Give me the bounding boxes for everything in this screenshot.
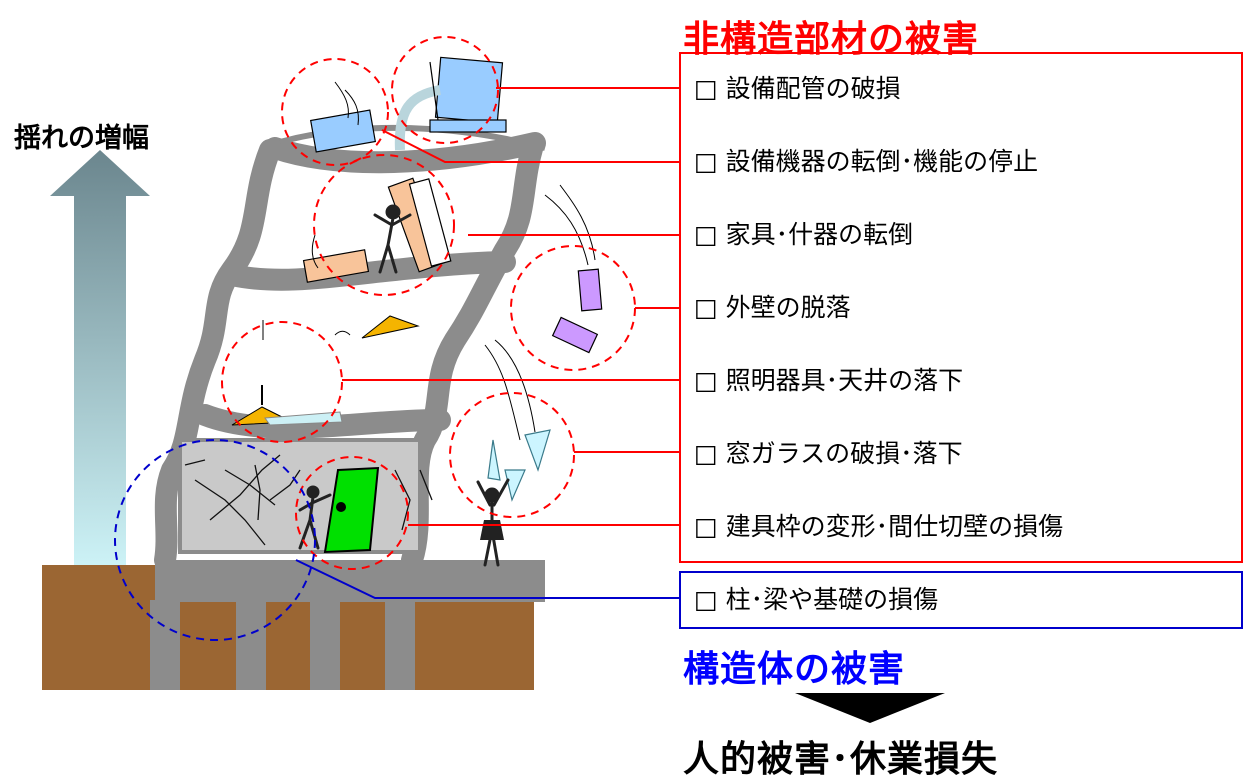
leader-line-structural xyxy=(295,559,680,599)
nonstructural-title: 非構造部材の被害 xyxy=(683,19,980,60)
structural-title: 構造体の被害 xyxy=(683,649,906,690)
nonstructural-item: □ 家具･什器の転倒 xyxy=(694,220,914,249)
structural-item: □ 柱･梁や基礎の損傷 xyxy=(694,585,939,614)
nonstructural-item: □ 照明器具･天井の落下 xyxy=(694,366,964,395)
nonstructural-item: □ 設備機器の転倒･機能の停止 xyxy=(694,147,1039,176)
falling-glass xyxy=(487,429,551,502)
furniture xyxy=(302,177,452,283)
foundation-piles xyxy=(150,560,545,690)
roof-line xyxy=(279,124,546,151)
roof-equipment xyxy=(309,56,507,153)
nonstructural-item: □ 建具枠の変形･間仕切壁の損傷 xyxy=(694,512,1064,541)
falling-facade xyxy=(551,268,603,354)
result-label: 人的被害･休業損失 xyxy=(683,739,999,780)
amplification-label: 揺れの増幅 xyxy=(14,123,149,154)
lamps xyxy=(231,315,420,426)
structural-box xyxy=(679,571,1243,629)
leader-lines-nonstructural xyxy=(342,87,680,526)
nonstructural-item: □ 外壁の脱落 xyxy=(694,293,851,322)
amplification-arrow xyxy=(50,150,150,568)
nonstructural-box xyxy=(679,52,1243,563)
door-frame xyxy=(323,466,380,554)
nonstructural-item: □ 設備配管の破損 xyxy=(694,74,901,103)
nonstructural-item: □ 窓ガラスの破損･落下 xyxy=(694,439,963,468)
damage-zone-structural xyxy=(114,439,316,641)
down-arrow xyxy=(795,693,945,723)
